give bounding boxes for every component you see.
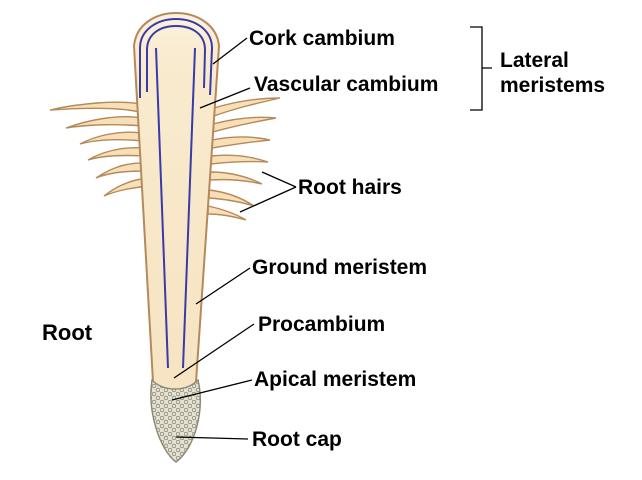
root-cap-leader (175, 436, 249, 440)
root-label: Root (42, 320, 93, 345)
root-hair (211, 136, 271, 149)
root-hairs-leader-bottom (239, 186, 297, 213)
root-hair (209, 171, 263, 185)
root-hair (79, 131, 144, 145)
root-hair (212, 116, 277, 133)
procambium-leader (173, 323, 255, 379)
root-hair (65, 116, 143, 129)
root-cap-label: Root cap (252, 428, 342, 451)
cork-cambium-label: Cork cambium (249, 27, 395, 50)
root-hairs-right (207, 97, 281, 221)
root-hair (49, 101, 141, 113)
procambium-label: Procambium (258, 313, 385, 336)
root-hair (210, 154, 269, 165)
apical-meristem-label: Apical meristem (254, 368, 416, 391)
root-hairs-left (49, 101, 149, 197)
root-hairs-leader-top (261, 171, 297, 188)
cork-cambium-line-outer (139, 17, 214, 98)
root-hair (213, 97, 281, 117)
lateral-meristems-bracket (470, 26, 492, 111)
ground-meristem-label: Ground meristem (252, 256, 427, 279)
root-hairs-label: Root hairs (298, 176, 402, 199)
vascular-cambium-label: Vascular cambium (254, 73, 438, 96)
vascular-cambium-line-right (182, 47, 196, 369)
root-hair (103, 177, 149, 197)
root-hair (208, 189, 255, 207)
root-cap (150, 378, 201, 463)
cork-cambium-leader (212, 37, 248, 65)
root-hair (207, 205, 247, 221)
vascular-cambium-line-left (155, 47, 169, 369)
lateral-meristems-label-line1: Lateral (500, 49, 569, 72)
lateral-meristems-label-line2: meristems (500, 74, 605, 97)
cork-cambium-line-inner (146, 24, 207, 92)
ground-meristem-leader (195, 267, 251, 305)
root-hair (87, 146, 146, 161)
vascular-cambium-leader (199, 87, 251, 109)
apical-meristem-leader (171, 379, 253, 401)
root-hair (95, 162, 147, 179)
